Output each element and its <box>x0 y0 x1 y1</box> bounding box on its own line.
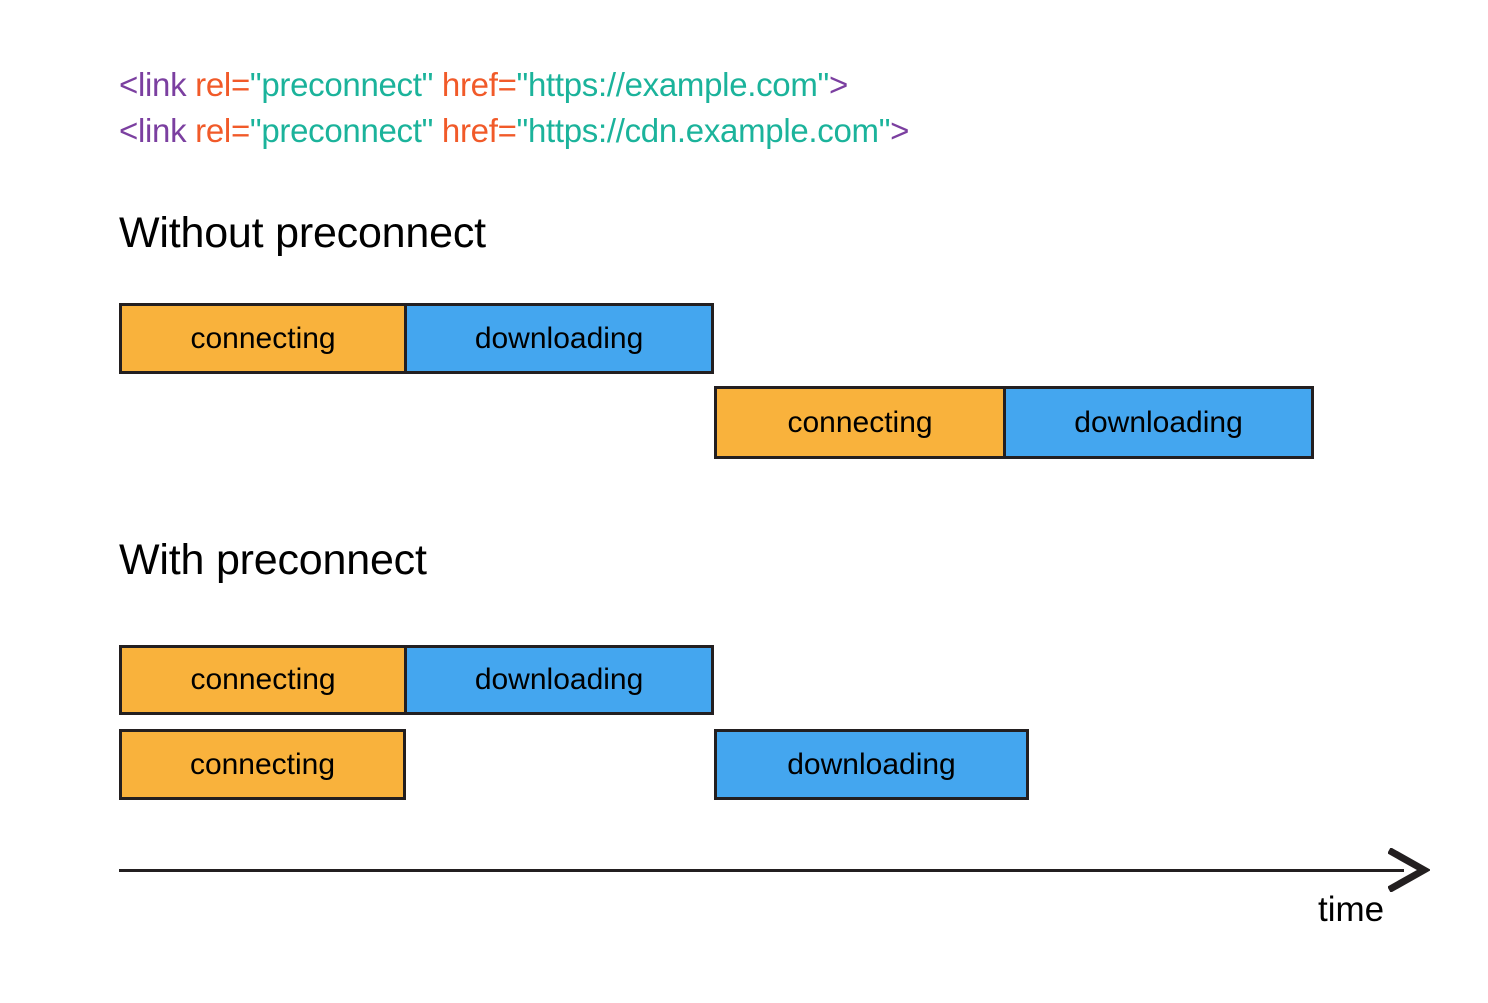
code-token-attr-href: href= <box>433 112 517 149</box>
segment-downloading: downloading <box>404 306 711 371</box>
code-token-tag: <link <box>119 66 187 103</box>
segment-connecting: connecting <box>122 306 405 371</box>
segment-connecting: connecting <box>717 389 1004 456</box>
section-heading-with-preconnect: With preconnect <box>119 536 427 584</box>
code-token-tag-close: > <box>890 112 910 149</box>
arrow-right-icon <box>1388 848 1430 892</box>
section-heading-without-preconnect: Without preconnect <box>119 209 486 257</box>
segment-connecting: connecting <box>122 648 405 712</box>
code-line-1: <link rel="preconnect" href="https://exa… <box>119 62 909 108</box>
timeline-bar-row-1: connecting downloading <box>119 303 714 374</box>
time-axis-line <box>119 869 1404 872</box>
code-token-value-rel: "preconnect" <box>249 112 434 149</box>
code-token-attr-rel: rel= <box>186 112 250 149</box>
timeline-bar-row-4-downloading: downloading <box>714 729 1029 800</box>
code-token-value-href: "https://example.com" <box>516 66 830 103</box>
timeline-bar-row-4-connecting: connecting <box>119 729 406 800</box>
code-token-value-href: "https://cdn.example.com" <box>516 112 891 149</box>
code-token-value-rel: "preconnect" <box>249 66 434 103</box>
code-token-tag-close: > <box>828 66 848 103</box>
code-line-2: <link rel="preconnect" href="https://cdn… <box>119 108 909 154</box>
segment-downloading: downloading <box>1003 389 1311 456</box>
code-token-attr-href: href= <box>433 66 517 103</box>
timeline-bar-row-2: connecting downloading <box>714 386 1314 459</box>
code-token-tag: <link <box>119 112 187 149</box>
code-snippet: <link rel="preconnect" href="https://exa… <box>119 62 909 154</box>
timeline-bar-row-3: connecting downloading <box>119 645 714 715</box>
segment-downloading: downloading <box>404 648 711 712</box>
code-token-attr-rel: rel= <box>186 66 250 103</box>
time-axis-label: time <box>1318 890 1385 929</box>
